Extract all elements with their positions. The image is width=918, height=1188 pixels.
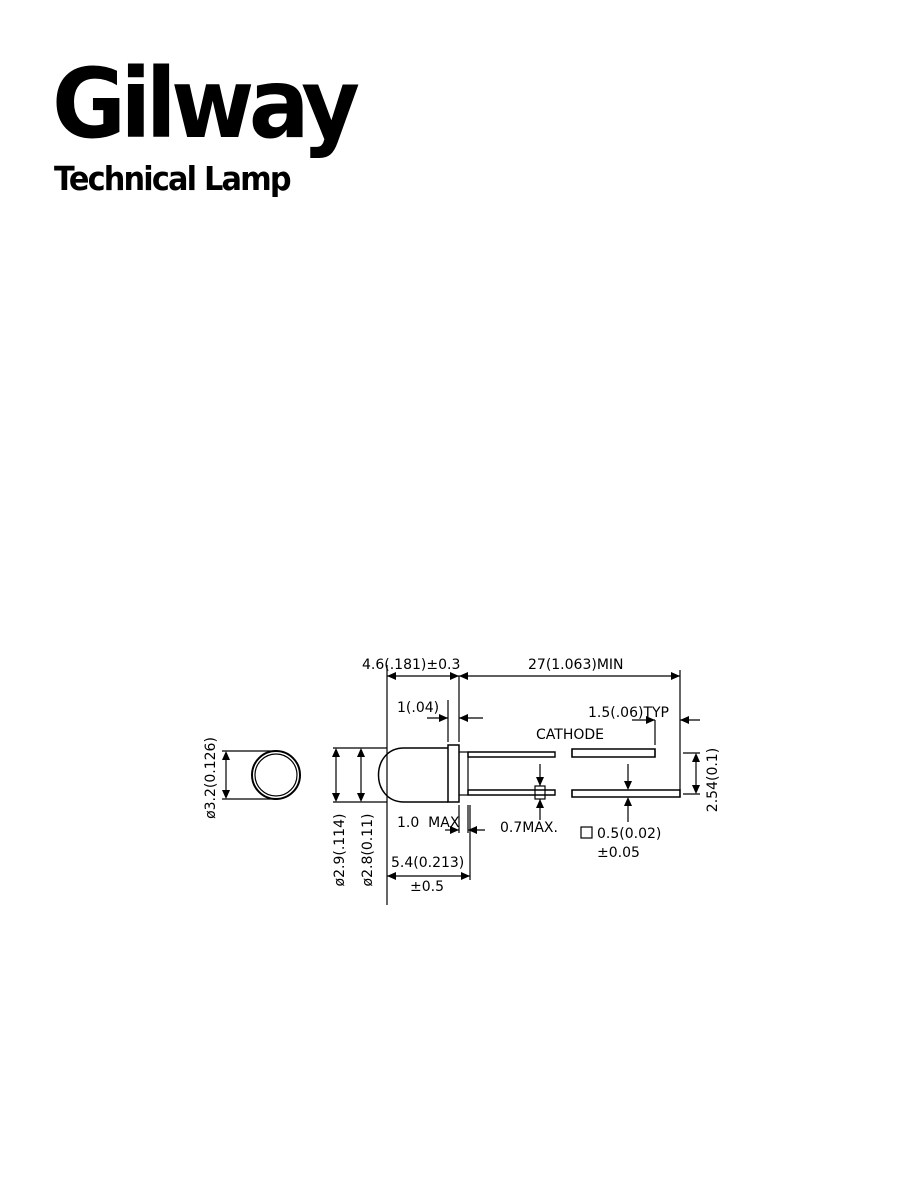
arrowhead: [461, 872, 470, 880]
anode-lead-near: [467, 789, 556, 796]
logo-brand-text: Gilway: [52, 48, 360, 160]
arrowhead: [536, 777, 544, 786]
arrowhead: [692, 753, 700, 762]
lead-length-label: 27(1.063)MIN: [528, 657, 624, 673]
lens-front-view-inner: [254, 753, 298, 797]
arrowhead: [450, 826, 459, 834]
lead-square-tol-label: ±0.05: [597, 845, 640, 861]
technical-drawing-svg: ø3.2(0.126) 4.6(.181)±0.3 27(1.063)MIN 1…: [203, 657, 721, 905]
seven-max-label: 0.7MAX.: [500, 820, 558, 836]
lead-end-label: 1.5(.06)TYP: [588, 705, 669, 721]
arrowhead: [222, 751, 230, 760]
anode-lead-far: [571, 789, 681, 798]
lead-stopper: [534, 785, 546, 800]
overall-length-label: 5.4(0.213): [391, 855, 464, 871]
arrowhead: [671, 672, 680, 680]
cathode-label: CATHODE: [536, 727, 604, 743]
logo-tagline-text: Technical Lamp: [54, 159, 292, 198]
arrowhead: [387, 872, 396, 880]
arrowhead: [387, 672, 396, 680]
one-max-label: 1.0 MAX: [397, 815, 460, 831]
overall-length-tol-label: ±0.5: [410, 879, 444, 895]
arrowhead: [332, 748, 340, 757]
cathode-lead-near: [467, 751, 556, 758]
arrowhead: [357, 793, 365, 802]
arrowhead: [624, 797, 632, 806]
arrowhead: [222, 790, 230, 799]
led-flange: [447, 744, 460, 803]
square-symbol: [580, 826, 593, 839]
lens-front-view-outer: [251, 750, 301, 800]
arrowhead: [624, 781, 632, 790]
lead-spacing-label: 2.54(0.1): [705, 748, 721, 812]
flange-thickness-label: 1(.04): [397, 700, 439, 716]
flange-length-label: 4.6(.181)±0.3: [362, 657, 460, 673]
gilway-logo: Gilway Technical Lamp: [52, 56, 392, 207]
led-dimension-drawing: ø3.2(0.126) 4.6(.181)±0.3 27(1.063)MIN 1…: [195, 645, 740, 905]
cathode-lead-far: [571, 748, 656, 758]
arrowhead: [692, 785, 700, 794]
body-diameter-2-label: ø2.8(0.11): [360, 814, 376, 887]
body-diameter-1-label: ø2.9(.114): [332, 814, 348, 887]
arrowhead: [646, 716, 655, 724]
arrowhead: [332, 793, 340, 802]
lens-diameter-label: ø3.2(0.126): [203, 737, 219, 819]
arrowhead: [357, 748, 365, 757]
arrowhead: [459, 672, 468, 680]
arrowhead: [680, 716, 689, 724]
led-body-outline: [377, 747, 448, 803]
arrowhead: [459, 714, 468, 722]
arrowhead: [468, 826, 477, 834]
arrowhead: [450, 672, 459, 680]
lead-square-label: 0.5(0.02): [597, 826, 661, 842]
arrowhead: [439, 714, 448, 722]
arrowhead: [536, 799, 544, 808]
